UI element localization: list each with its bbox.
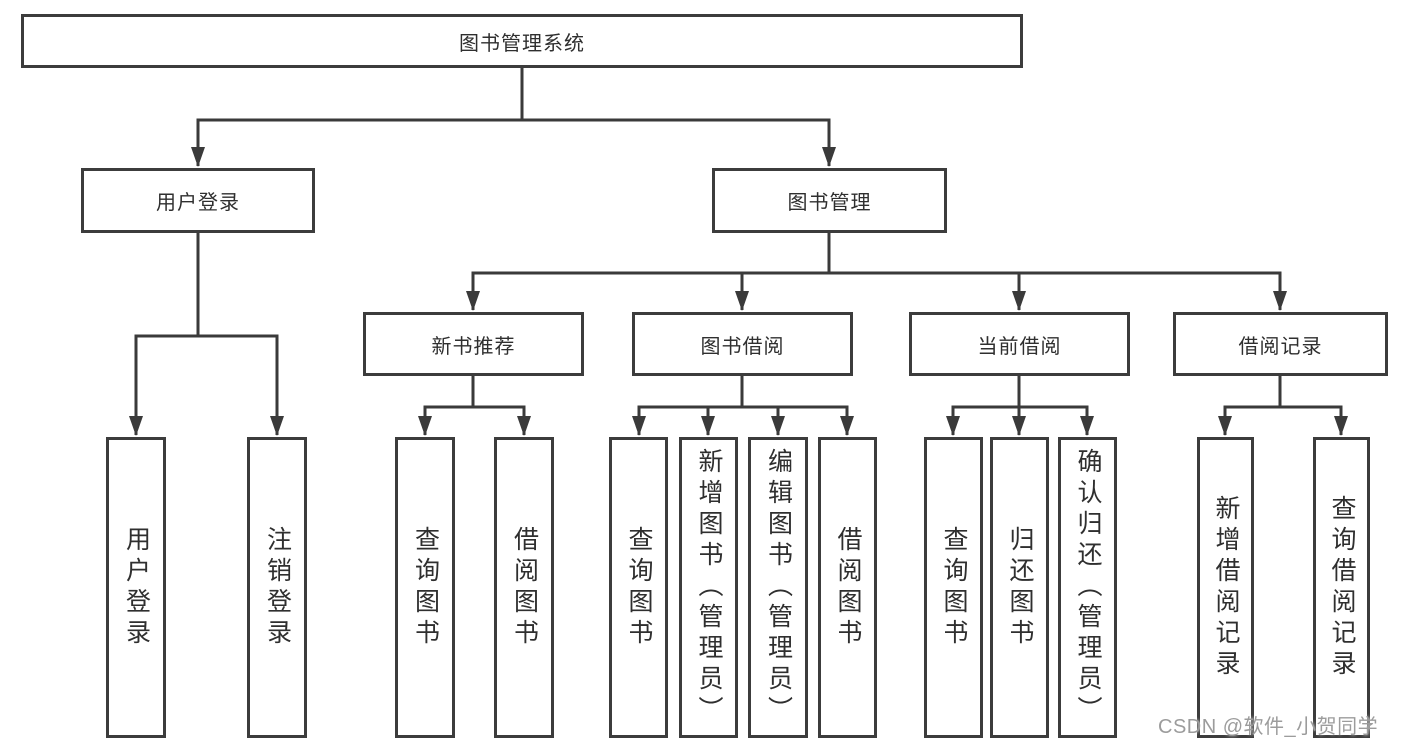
watermark: CSDN @软件_小贺同学 — [1158, 716, 1379, 738]
node-current-borrowing: 当前借阅 — [909, 312, 1130, 376]
leaf-user-login-label: 用户登录 — [122, 525, 151, 650]
leaf-confirm-return-admin-label: 确认归还（管理员） — [1074, 448, 1102, 727]
leaf-add-books-admin-label: 新增图书（管理员） — [695, 448, 723, 727]
leaf-add-borrow-record-label: 新增借阅记录 — [1212, 494, 1240, 681]
leaf-borrowing-query-books: 查询图书 — [609, 437, 668, 738]
leaf-recommend-borrow-books-label: 借阅图书 — [510, 525, 539, 650]
leaf-edit-books-admin-label: 编辑图书（管理员） — [764, 448, 793, 727]
leaf-add-books-admin: 新增图书（管理员） — [679, 437, 738, 738]
node-root: 图书管理系统 — [21, 14, 1023, 68]
leaf-current-query-books: 查询图书 — [924, 437, 983, 738]
leaf-edit-books-admin: 编辑图书（管理员） — [748, 437, 808, 738]
leaf-recommend-query-books: 查询图书 — [395, 437, 455, 738]
leaf-borrowing-borrow-books-label: 借阅图书 — [834, 525, 862, 650]
node-borrowing-records: 借阅记录 — [1173, 312, 1388, 376]
node-new-book-recommend: 新书推荐 — [363, 312, 584, 376]
node-user-login: 用户登录 — [81, 168, 315, 233]
leaf-logout: 注销登录 — [247, 437, 307, 738]
leaf-recommend-borrow-books: 借阅图书 — [494, 437, 554, 738]
leaf-confirm-return-admin: 确认归还（管理员） — [1058, 437, 1117, 738]
leaf-user-login: 用户登录 — [106, 437, 166, 738]
leaf-return-books-label: 归还图书 — [1006, 525, 1034, 650]
leaf-query-borrow-record-label: 查询借阅记录 — [1328, 494, 1356, 681]
leaf-return-books: 归还图书 — [990, 437, 1049, 738]
leaf-query-borrow-record: 查询借阅记录 — [1313, 437, 1370, 738]
node-book-management: 图书管理 — [712, 168, 947, 233]
leaf-current-query-books-label: 查询图书 — [940, 525, 968, 650]
leaf-recommend-query-books-label: 查询图书 — [411, 525, 440, 650]
leaf-logout-label: 注销登录 — [263, 525, 292, 650]
leaf-add-borrow-record: 新增借阅记录 — [1197, 437, 1254, 738]
leaf-borrowing-borrow-books: 借阅图书 — [818, 437, 877, 738]
node-book-borrowing: 图书借阅 — [632, 312, 853, 376]
leaf-borrowing-query-books-label: 查询图书 — [625, 525, 653, 650]
